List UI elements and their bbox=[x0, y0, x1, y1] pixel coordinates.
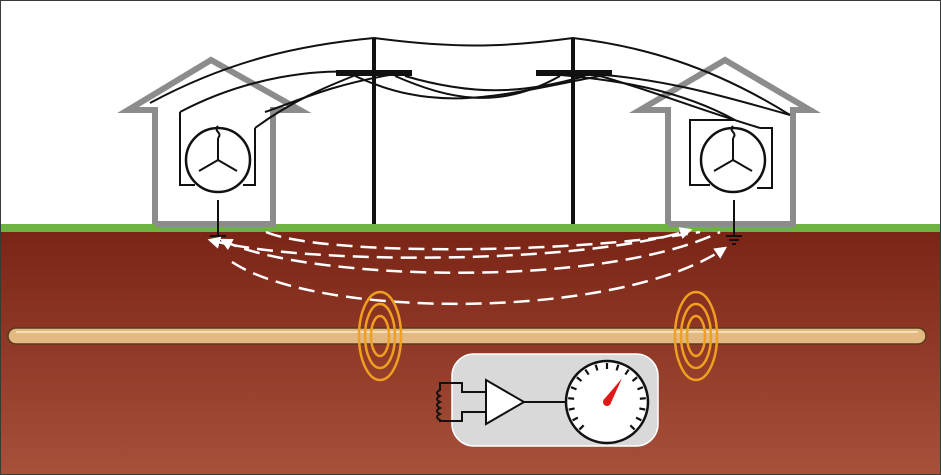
overhead-power-lines bbox=[149, 36, 791, 129]
gauge-tick bbox=[576, 376, 583, 382]
gauge-tick bbox=[639, 407, 646, 411]
gauge-tick bbox=[624, 368, 630, 376]
gauge-tick bbox=[578, 424, 585, 431]
gauge-tick bbox=[629, 424, 636, 431]
detector-meter-panel bbox=[436, 353, 659, 447]
gauge-hub bbox=[603, 398, 611, 406]
gauge-tick bbox=[631, 376, 638, 382]
three-phase-wye-icon bbox=[699, 125, 767, 194]
return-path-1 bbox=[207, 227, 693, 259]
analog-gauge-icon bbox=[564, 359, 650, 445]
stray-return-current-paths bbox=[207, 227, 728, 306]
gauge-tick bbox=[639, 397, 646, 400]
magnetic-field-right bbox=[673, 290, 719, 382]
buried-pipe bbox=[7, 327, 927, 345]
gauge-needle bbox=[603, 378, 622, 405]
gauge-tick bbox=[635, 416, 642, 422]
right-house-wiring bbox=[689, 119, 773, 236]
ground-icon bbox=[726, 235, 742, 245]
right-house bbox=[628, 56, 822, 227]
left-utility-pole bbox=[336, 38, 412, 224]
gauge-tick bbox=[568, 397, 575, 400]
three-phase-wye-icon bbox=[184, 125, 252, 194]
gauge-tick bbox=[572, 416, 579, 422]
right-utility-pole bbox=[536, 38, 612, 224]
right-house-outline bbox=[628, 56, 822, 227]
gauge-tick bbox=[568, 407, 575, 411]
gauge-tick bbox=[615, 364, 620, 371]
gauge-tick bbox=[570, 386, 577, 391]
magnetic-field-left bbox=[357, 290, 403, 382]
return-path-3 bbox=[265, 230, 701, 251]
gauge-tick bbox=[584, 368, 590, 376]
inductor-coil-icon bbox=[436, 382, 486, 422]
gauge-tick bbox=[594, 364, 599, 371]
gauge-tick-marks bbox=[568, 363, 646, 431]
return-path-2 bbox=[219, 230, 721, 274]
grass-strip bbox=[0, 224, 941, 232]
left-house bbox=[117, 56, 312, 227]
return-path-4 bbox=[231, 246, 728, 306]
left-house-outline bbox=[117, 56, 312, 227]
sky-background bbox=[0, 0, 941, 229]
amplifier-triangle-icon bbox=[485, 378, 566, 426]
gauge-tick bbox=[637, 386, 644, 391]
